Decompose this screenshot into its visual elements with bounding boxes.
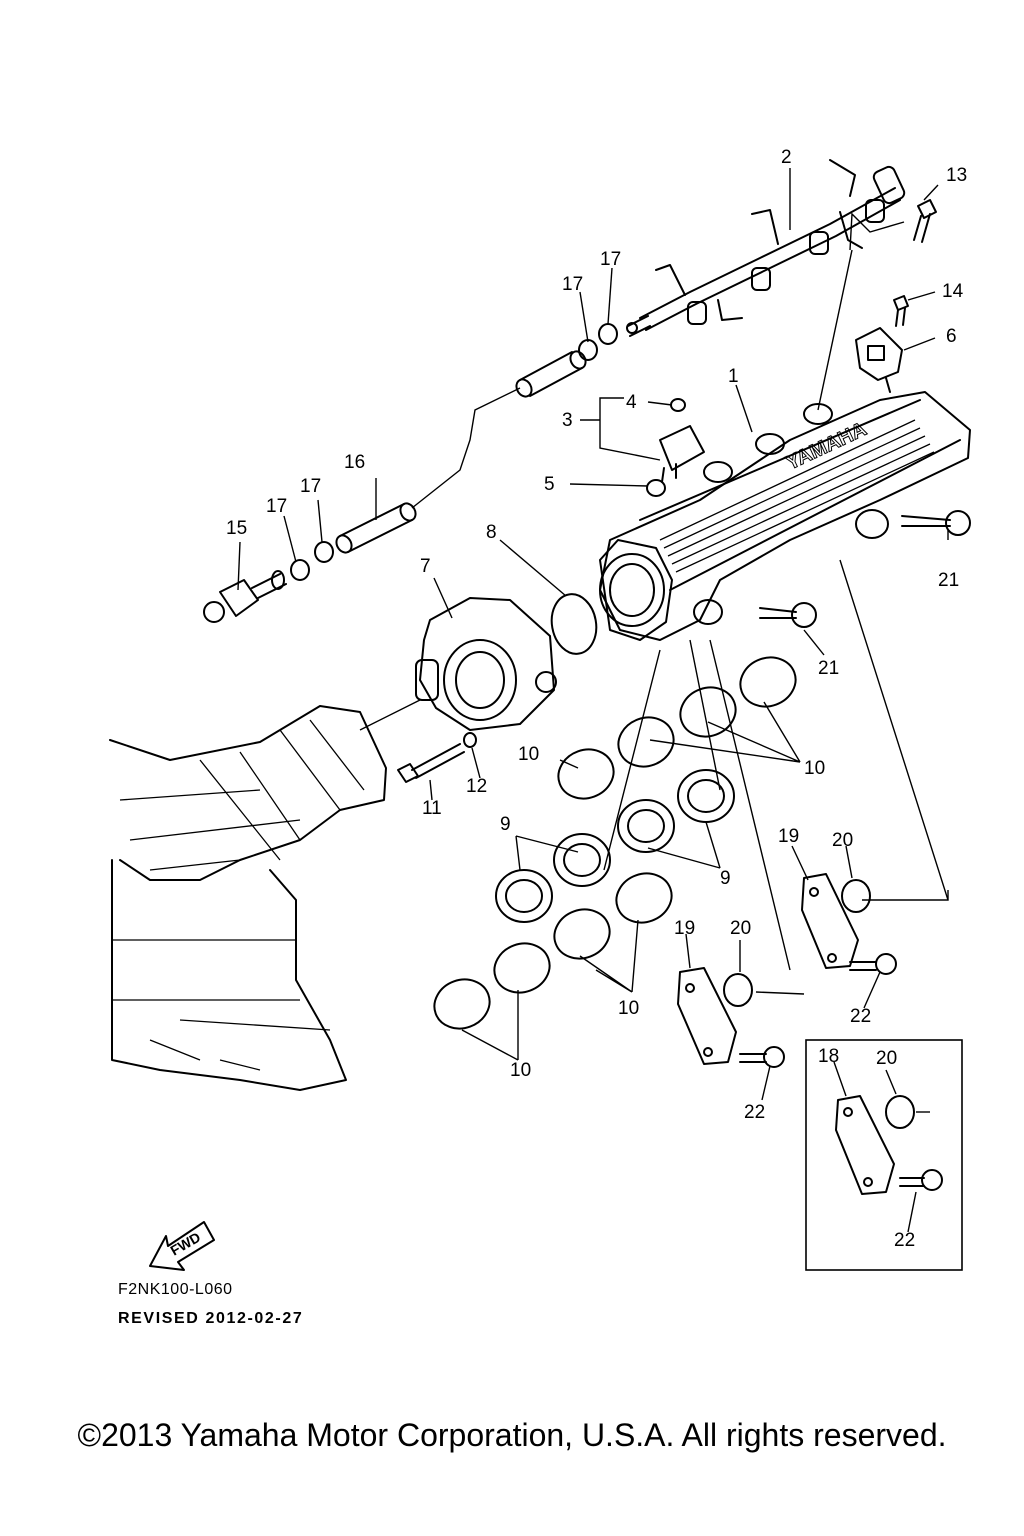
fwd-arrow-icon: FWD <box>149 1221 215 1271</box>
hose-16 <box>290 502 417 581</box>
gasket-8 <box>550 593 598 655</box>
manifold-brand: YAMAHA <box>783 418 870 474</box>
air-intake-duct <box>109 705 387 1091</box>
injector-3 <box>659 425 705 483</box>
callout-8: 8 <box>486 522 497 543</box>
callout-17: 17 <box>300 476 321 497</box>
callout-2: 2 <box>781 147 792 168</box>
callout-10: 10 <box>804 758 825 779</box>
copyright-notice: ©2013 Yamaha Motor Corporation, U.S.A. A… <box>77 1417 947 1453</box>
callout-21: 21 <box>818 658 839 679</box>
callout-14: 14 <box>942 281 964 302</box>
inset-box <box>805 1039 963 1271</box>
callout-22: 22 <box>850 1006 871 1027</box>
callout-15: 15 <box>226 518 247 539</box>
callout-4: 4 <box>626 392 637 413</box>
bracket-19-lower <box>677 967 737 1065</box>
callout-20: 20 <box>832 830 853 851</box>
callout-16: 16 <box>344 452 365 473</box>
diagram-code: F2NK100-L060 <box>118 1281 233 1298</box>
damper-20-inset <box>885 1095 930 1129</box>
o-ring-4 <box>670 398 686 412</box>
callout-10: 10 <box>510 1060 531 1081</box>
bolt-21-rear <box>901 510 971 536</box>
bolt-11 <box>397 743 465 783</box>
callout-20: 20 <box>730 918 751 939</box>
bolt-22-upper <box>849 953 897 975</box>
callout-19: 19 <box>778 826 799 847</box>
callout-5: 5 <box>544 474 555 495</box>
hose-upper <box>515 323 618 398</box>
revised-date: REVISED 2012-02-27 <box>118 1310 304 1327</box>
sensor-6 <box>855 327 903 393</box>
callout-1: 1 <box>728 366 739 387</box>
callout-19: 19 <box>674 918 695 939</box>
callout-22: 22 <box>894 1230 915 1251</box>
callout-17: 17 <box>562 274 583 295</box>
clamps-10-upper <box>557 656 797 800</box>
bolt-14 <box>893 295 909 327</box>
bracket-18 <box>835 1095 895 1195</box>
sensor-15 <box>203 570 287 623</box>
leader-lines <box>237 168 949 1233</box>
damper-20-upper <box>841 879 871 913</box>
callout-3: 3 <box>562 410 573 431</box>
callout-11: 11 <box>422 798 442 819</box>
callout-22: 22 <box>744 1102 765 1123</box>
callout-13: 13 <box>946 165 967 186</box>
clamps-10-lower <box>433 872 673 1030</box>
bolt-22-lower <box>739 1046 785 1068</box>
callout-9: 9 <box>720 868 731 889</box>
bracket-19-upper <box>801 873 859 969</box>
callout-17: 17 <box>600 249 621 270</box>
callout-6: 6 <box>946 326 957 347</box>
throttle-body-7 <box>415 597 557 731</box>
callout-10: 10 <box>618 998 639 1019</box>
callout-21: 21 <box>938 570 959 591</box>
callout-20: 20 <box>876 1048 897 1069</box>
joints-9 <box>495 769 735 923</box>
callout-17: 17 <box>266 496 287 517</box>
callout-12: 12 <box>466 776 487 797</box>
callout-10: 10 <box>518 744 539 765</box>
bolt-21-front <box>759 602 817 628</box>
callout-18: 18 <box>818 1046 839 1067</box>
callout-7: 7 <box>420 556 431 577</box>
exploded-parts-diagram: YAMAHA <box>109 147 971 1271</box>
callout-9: 9 <box>500 814 511 835</box>
washer-12 <box>463 732 477 748</box>
bolt-13 <box>913 199 937 243</box>
seal-5 <box>646 479 666 497</box>
damper-20-lower <box>723 973 753 1007</box>
callout-labels: 2 13 17 17 14 6 1 4 3 16 5 17 17 15 8 7 … <box>226 147 967 1251</box>
bolt-22-inset <box>899 1169 943 1191</box>
intake-manifold: YAMAHA <box>599 391 971 641</box>
fuel-rail <box>626 159 906 337</box>
